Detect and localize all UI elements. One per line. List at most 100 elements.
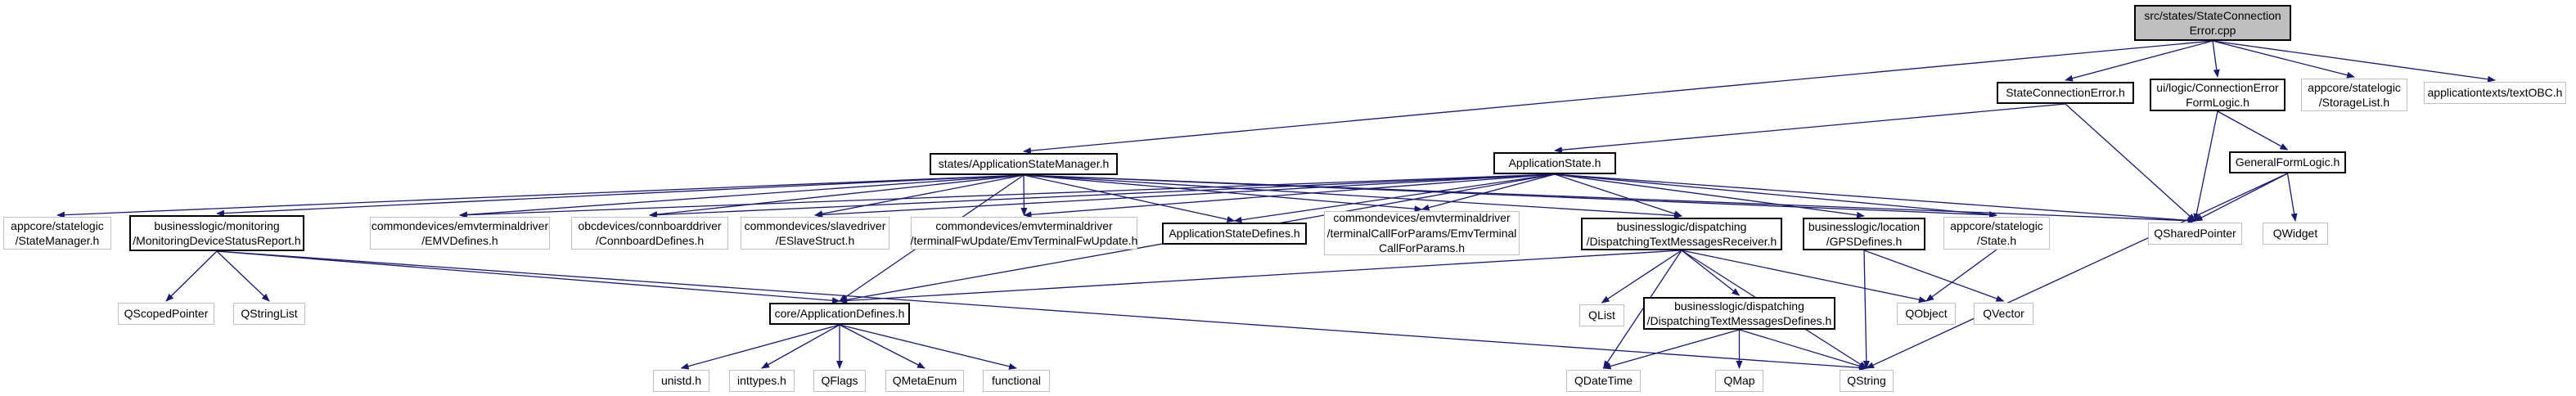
include-edge-asm-emvdef [459, 174, 1025, 218]
include-edge-sce_h-appstate [1554, 103, 2066, 154]
graph-node-dtmr[interactable]: businesslogic/dispatching /DispatchingTe… [1581, 218, 1782, 250]
graph-node-label: unistd.h [660, 374, 702, 388]
include-edge-dtmr-dtmd [1681, 250, 1741, 296]
graph-node-label: commondevices/emvterminaldriver /termina… [1326, 211, 1517, 255]
graph-node-label: applicationtexts/textOBC.h [2427, 86, 2563, 100]
include-edge-ceform-gfl [2217, 110, 2289, 151]
graph-node-functional: functional [983, 370, 1050, 392]
include-edge-gfl-qsharedptr [2194, 173, 2288, 222]
include-edge-gps-qvector [1863, 250, 2005, 302]
include-edge-appstate-asd [1233, 173, 1556, 223]
graph-node-label: commondevices/emvterminaldriver /EMVDefi… [371, 218, 549, 247]
graph-node-asd[interactable]: ApplicationStateDefines.h [1162, 223, 1307, 245]
include-edge-dtmd-qdatetime [1602, 329, 1740, 370]
graph-node-label: appcore/statelogic /State.h [1950, 218, 2043, 247]
graph-node-unistd: unistd.h [653, 370, 709, 392]
include-edge-monitor-appdef [216, 250, 840, 304]
graph-node-qdatetime: QDateTime [1566, 370, 1641, 392]
graph-node-label: businesslogic/monitoring /MonitoringDevi… [133, 218, 301, 247]
graph-node-gfl[interactable]: GeneralFormLogic.h [2229, 151, 2346, 173]
graph-node-label: QVector [1983, 307, 2024, 321]
graph-node-state: appcore/statelogic /State.h [1943, 217, 2050, 250]
include-edge-sce_h-qsharedptr [2065, 103, 2196, 222]
graph-node-appstate[interactable]: ApplicationState.h [1493, 152, 1616, 174]
include-edge-appstate-dtmr [1554, 173, 1682, 217]
graph-node-label: QFlags [821, 374, 858, 388]
graph-node-qmap: QMap [1715, 370, 1763, 392]
include-edge-appstate-gps [1554, 173, 1865, 218]
graph-node-label: commondevices/slavedriver /ESlaveStruct.… [744, 218, 886, 247]
include-edge-appdef-functional [839, 324, 1017, 370]
include-edge-appdef-unistd [680, 324, 840, 370]
graph-node-root[interactable]: src/states/StateConnection Error.cpp [2134, 5, 2291, 41]
graph-node-asm[interactable]: states/ApplicationStateManager.h [930, 153, 1118, 175]
graph-node-label: ui/logic/ConnectionError FormLogic.h [2156, 80, 2279, 109]
graph-node-monitor[interactable]: businesslogic/monitoring /MonitoringDevi… [129, 215, 304, 251]
graph-node-label: functional [992, 374, 1041, 388]
include-edge-root-ceform [2212, 40, 2220, 78]
graph-node-qstringlist: QStringList [233, 303, 305, 325]
graph-node-label: QWidget [2272, 227, 2318, 241]
include-edge-asm-dtmr [1023, 174, 1682, 219]
graph-node-statemgr: appcore/statelogic /StateManager.h [3, 217, 111, 250]
graph-node-callparams: commondevices/emvterminaldriver /termina… [1324, 211, 1520, 255]
include-edge-dtmr-appdef [839, 250, 1682, 304]
graph-node-label: GeneralFormLogic.h [2235, 155, 2340, 169]
include-edge-appstate-eslave [814, 173, 1556, 218]
include-edge-dtmr-qlist [1601, 250, 1682, 304]
graph-node-appdef[interactable]: core/ApplicationDefines.h [769, 303, 910, 325]
graph-node-fwupdate: commondevices/emvterminaldriver /termina… [911, 217, 1137, 250]
graph-node-label: StateConnectionError.h [2006, 86, 2125, 100]
graph-node-label: QList [1588, 308, 1615, 322]
include-edge-appstate-fwupdate [1023, 173, 1556, 218]
include-edge-root-textobc [2212, 40, 2496, 83]
graph-node-eslave: commondevices/slavedriver /ESlaveStruct.… [741, 217, 889, 250]
include-edge-root-sce_h [2065, 40, 2213, 82]
include-edge-appstate-qsharedptr [1554, 173, 2196, 224]
include-edge-appstate-state [1554, 173, 1997, 218]
include-edge-monitor-qstringlist [216, 250, 270, 302]
graph-node-label: businesslogic/dispatching /DispatchingTe… [1586, 219, 1777, 248]
include-edge-asm-eslave [814, 174, 1025, 218]
graph-node-qscoped: QScopedPointer [118, 303, 214, 325]
graph-node-label: QMap [1723, 374, 1755, 388]
graph-node-textobc: applicationtexts/textOBC.h [2424, 82, 2566, 104]
graph-node-label: QDateTime [1574, 374, 1633, 388]
graph-node-label: core/ApplicationDefines.h [774, 307, 905, 321]
graph-node-label: QObject [1905, 307, 1948, 321]
include-edge-asm-connboard [649, 174, 1025, 218]
include-edge-asm-fwupdate [1020, 174, 1028, 216]
graph-node-qvector: QVector [1974, 303, 2033, 325]
graph-node-dtmd[interactable]: businesslogic/dispatching /DispatchingTe… [1643, 297, 1835, 330]
graph-node-sce_h[interactable]: StateConnectionError.h [1997, 82, 2134, 104]
graph-node-label: QMetaEnum [892, 374, 957, 388]
graph-node-label: QStringList [241, 307, 298, 321]
graph-node-gps[interactable]: businesslogic/location /GPSDefines.h [1803, 218, 1925, 250]
graph-node-label: states/ApplicationStateManager.h [938, 157, 1110, 171]
graph-node-qsharedptr: QSharedPointer [2148, 223, 2242, 245]
graph-node-label: ApplicationState.h [1508, 156, 1601, 170]
graph-node-label: inttypes.h [737, 374, 786, 388]
graph-node-label: businesslogic/dispatching /DispatchingTe… [1646, 299, 1832, 327]
include-edge-dtmr-qdatetime [1602, 250, 1682, 369]
include-edge-gps-qstring [1862, 250, 1870, 369]
graph-node-label: businesslogic/location /GPSDefines.h [1808, 219, 1921, 248]
graph-node-label: appcore/statelogic /StateManager.h [11, 218, 104, 247]
graph-node-qwidget: QWidget [2263, 223, 2328, 245]
graph-node-qmetaenum: QMetaEnum [885, 370, 964, 392]
include-edge-root-asm [1023, 40, 2213, 155]
include-edge-appstate-callparams [1421, 173, 1556, 211]
graph-node-label: appcore/statelogic /StorageList.h [2308, 80, 2401, 109]
graph-node-label: QSharedPointer [2154, 227, 2236, 241]
include-edge-monitor-qstring [216, 250, 1867, 371]
graph-node-label: commondevices/emvterminaldriver /termina… [910, 218, 1138, 247]
include-edge-appdef-qmetaenum [839, 324, 925, 369]
include-edge-asm-qsharedptr [1023, 174, 2196, 224]
include-edge-root-storagelist [2212, 40, 2355, 79]
graph-node-label: obcdevices/connboarddriver /ConnboardDef… [578, 218, 722, 247]
include-edge-dtmd-qstring [1739, 329, 1867, 370]
graph-node-qstring: QString [1840, 370, 1894, 392]
graph-node-ceform[interactable]: ui/logic/ConnectionError FormLogic.h [2150, 79, 2286, 111]
graph-node-label: QString [1847, 374, 1886, 388]
